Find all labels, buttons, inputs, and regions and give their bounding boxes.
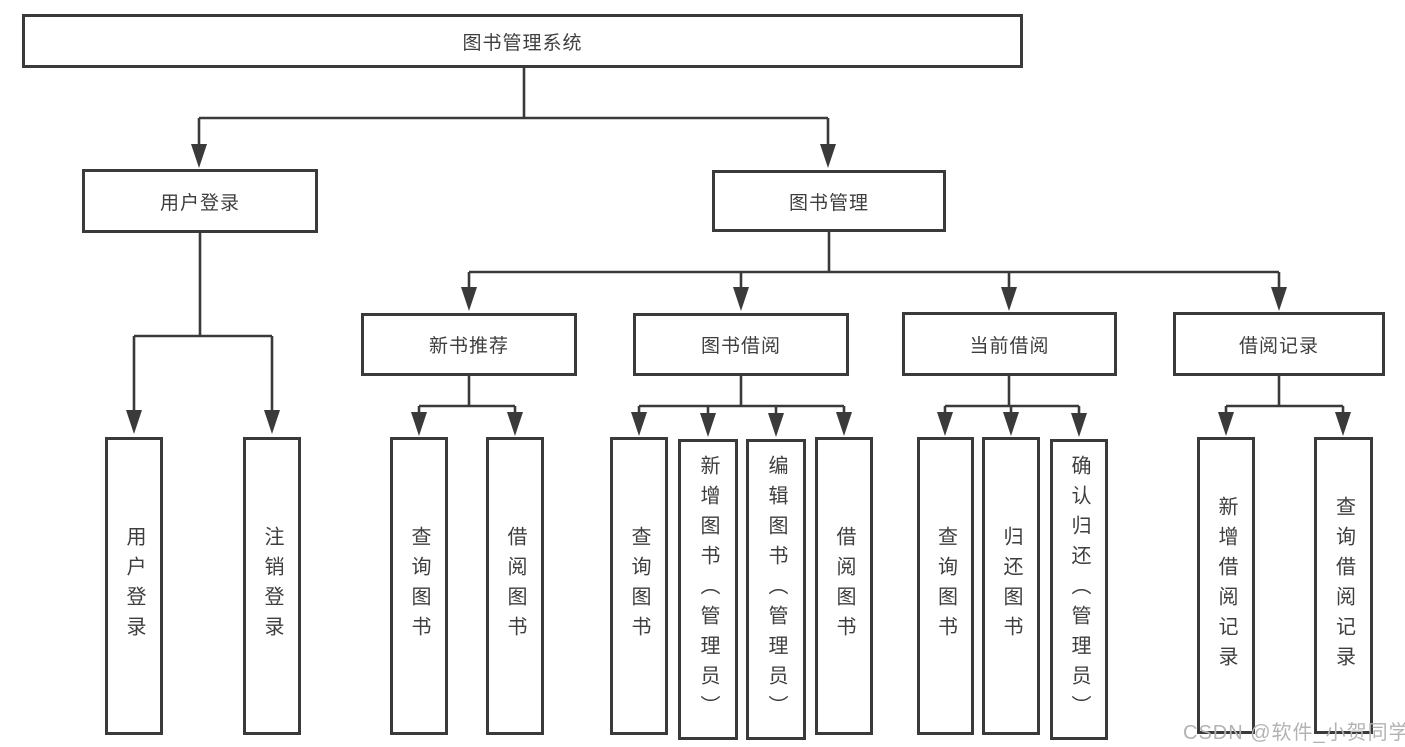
node-leaf-query-books-current: 查询图书 [917, 437, 974, 735]
node-library-management-system: 图书管理系统 [22, 14, 1023, 68]
node-leaf-query-borrow-record: 查询借阅记录 [1314, 437, 1373, 734]
node-book-management: 图书管理 [712, 170, 946, 232]
node-leaf-query-books-borrow: 查询图书 [610, 437, 668, 735]
node-leaf-add-book-admin: 新增图书（管理员） [678, 439, 738, 740]
node-leaf-borrow-books-recommend: 借阅图书 [486, 437, 544, 735]
node-book-borrowing: 图书借阅 [633, 313, 849, 376]
csdn-watermark: CSDN @软件_小贺同学 [1183, 722, 1405, 744]
node-current-borrowing: 当前借阅 [902, 312, 1117, 376]
node-leaf-logout: 注销登录 [243, 437, 301, 735]
node-new-book-recommend: 新书推荐 [361, 313, 577, 376]
node-leaf-add-borrow-record: 新增借阅记录 [1197, 437, 1255, 734]
node-leaf-query-books-recommend: 查询图书 [390, 437, 448, 735]
node-leaf-return-books: 归还图书 [982, 437, 1040, 735]
node-leaf-edit-book-admin: 编辑图书（管理员） [746, 439, 806, 740]
node-leaf-confirm-return-admin: 确认归还（管理员） [1050, 439, 1108, 740]
node-borrowing-records: 借阅记录 [1173, 312, 1385, 376]
node-user-login: 用户登录 [82, 169, 318, 233]
node-leaf-user-login: 用户登录 [105, 437, 163, 735]
node-leaf-borrow-books: 借阅图书 [815, 437, 873, 735]
